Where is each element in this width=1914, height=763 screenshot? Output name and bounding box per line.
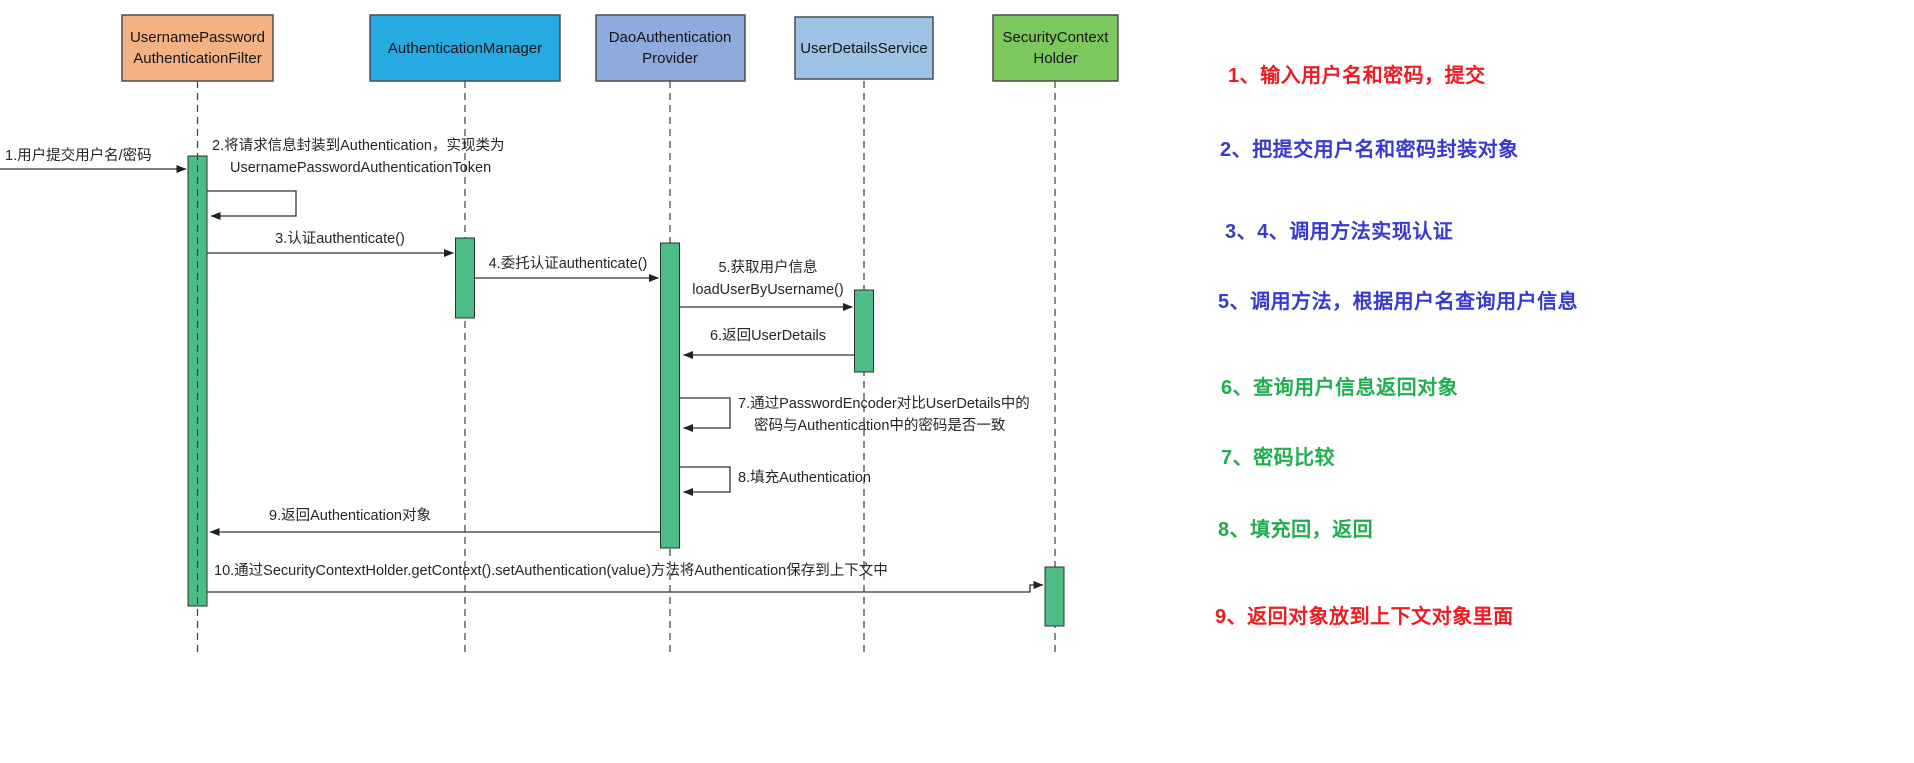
message-5-label-line2: loadUserByUsername() — [692, 282, 844, 298]
note-step-5: 5、调用方法，根据用户名查询用户信息 — [1218, 291, 1579, 313]
participant-label: AuthenticationManager — [388, 40, 542, 57]
note-step-2: 2、把提交用户名和密码封装对象 — [1220, 139, 1519, 161]
message-10-arrow — [207, 581, 1044, 593]
message-9-label: 9.返回Authentication对象 — [269, 507, 431, 524]
participant-box — [992, 14, 1119, 82]
participant-box — [595, 14, 746, 82]
participant-user-details-service: UserDetailsService — [794, 16, 934, 80]
activation-bar — [1044, 566, 1065, 627]
participant-box — [369, 14, 561, 82]
note-step-3-4: 3、4、调用方法实现认证 — [1225, 221, 1454, 243]
participant-label: UserDetailsService — [800, 40, 928, 57]
message-2-label-line1: 2.将请求信息封装到Authentication，实现类为 — [212, 137, 505, 154]
message-2-self-arrow — [207, 190, 297, 220]
message-5-label-line1: 5.获取用户信息 — [718, 259, 817, 276]
message-2-label-line2: UsernamePasswordAuthenticationToken — [230, 160, 491, 176]
message-8-self-arrow — [679, 466, 731, 496]
activation-bar — [660, 242, 680, 549]
message-7-self-arrow — [679, 397, 731, 432]
note-step-1: 1、输入用户名和密码，提交 — [1228, 65, 1486, 87]
message-1-label: 1.用户提交用户名/密码 — [5, 146, 152, 164]
participant-box — [121, 14, 274, 82]
participant-authentication-manager: AuthenticationManager — [369, 14, 561, 82]
message-3-label: 3.认证authenticate() — [275, 230, 405, 247]
message-7-label-line1: 7.通过PasswordEncoder对比UserDetails中的 — [738, 395, 1030, 412]
message-10-label: 10.通过SecurityContextHolder.getContext().… — [214, 562, 888, 579]
message-7-label-line2: 密码与Authentication中的密码是否一致 — [754, 417, 1006, 434]
note-step-8: 8、填充回，返回 — [1218, 519, 1374, 541]
activation-bar — [854, 289, 874, 373]
note-step-7: 7、密码比较 — [1221, 447, 1336, 469]
message-4-label: 4.委托认证authenticate() — [489, 255, 648, 272]
note-step-9: 9、返回对象放到上下文对象里面 — [1215, 606, 1514, 628]
message-8-label: 8.填充Authentication — [738, 469, 871, 486]
note-step-6: 6、查询用户信息返回对象 — [1221, 377, 1459, 399]
message-6-label: 6.返回UserDetails — [710, 327, 826, 344]
participant-box — [794, 16, 934, 80]
activation-bar — [455, 237, 475, 319]
